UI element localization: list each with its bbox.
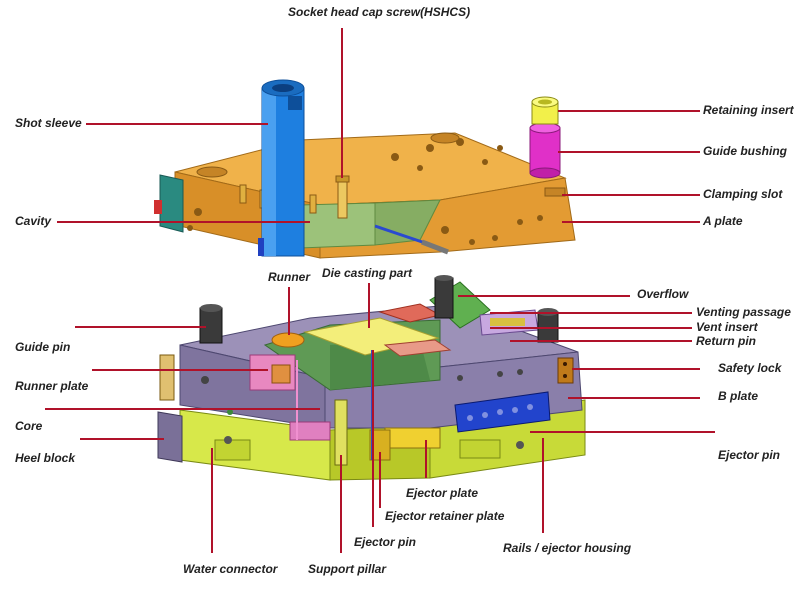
- label-ejector-plate: Ejector plate: [406, 486, 479, 500]
- label-return-pin: Return pin: [696, 334, 756, 348]
- label-runner-plate: Runner plate: [15, 379, 89, 393]
- side-block: [159, 174, 184, 233]
- label-heel-block: Heel block: [15, 451, 76, 465]
- die-casting-part-shape: [303, 317, 440, 356]
- ejector-plate-shape: [384, 427, 441, 449]
- label-ejector-retainer-plate: Ejector retainer plate: [385, 509, 505, 523]
- heel-block-shape: [157, 411, 183, 463]
- guide-bushing-shape: [529, 122, 561, 179]
- runner-shape: [271, 332, 305, 348]
- safety-lock-shape: [557, 357, 574, 384]
- leader-lines: [45, 28, 715, 553]
- shot-sleeve-shape: [258, 79, 305, 257]
- label-b-plate: B plate: [718, 389, 759, 403]
- guide-pin-shape: [199, 304, 223, 344]
- label-guide-bushing: Guide bushing: [703, 144, 787, 158]
- label-shot-sleeve: Shot sleeve: [15, 116, 82, 130]
- label-core: Core: [15, 419, 43, 433]
- label-venting-passage: Venting passage: [696, 305, 791, 319]
- label-a-plate: A plate: [703, 214, 743, 228]
- label-water-connector: Water connector: [183, 562, 278, 576]
- label-overflow: Overflow: [637, 287, 689, 301]
- ejector-retainer-plate-shape: [369, 429, 391, 461]
- label-ejector-pin-bottom: Ejector pin: [354, 535, 417, 549]
- a-plate-assembly: [154, 79, 576, 259]
- label-socket-head-cap-screw: Socket head cap screw(HSHCS): [288, 5, 471, 19]
- label-support-pillar: Support pillar: [308, 562, 386, 576]
- label-rails-ejector-housing: Rails / ejector housing: [503, 541, 632, 555]
- label-ejector-pin-right: Ejector pin: [718, 448, 781, 462]
- label-retaining-insert: Retaining insert: [703, 103, 794, 117]
- clamping-slot-shape: [544, 187, 566, 197]
- label-safety-lock: Safety lock: [718, 361, 782, 375]
- socket-head-cap-screw-shape: [337, 177, 348, 219]
- retaining-insert-shape: [531, 96, 559, 125]
- b-plate-assembly: [157, 275, 586, 481]
- label-die-casting-part: Die casting part: [322, 266, 413, 280]
- label-vent-insert: Vent insert: [696, 320, 758, 334]
- label-runner: Runner: [268, 270, 310, 284]
- water-connector-shape: [159, 354, 175, 401]
- label-clamping-slot: Clamping slot: [703, 187, 783, 201]
- label-cavity: Cavity: [15, 214, 52, 228]
- label-guide-pin: Guide pin: [15, 340, 71, 354]
